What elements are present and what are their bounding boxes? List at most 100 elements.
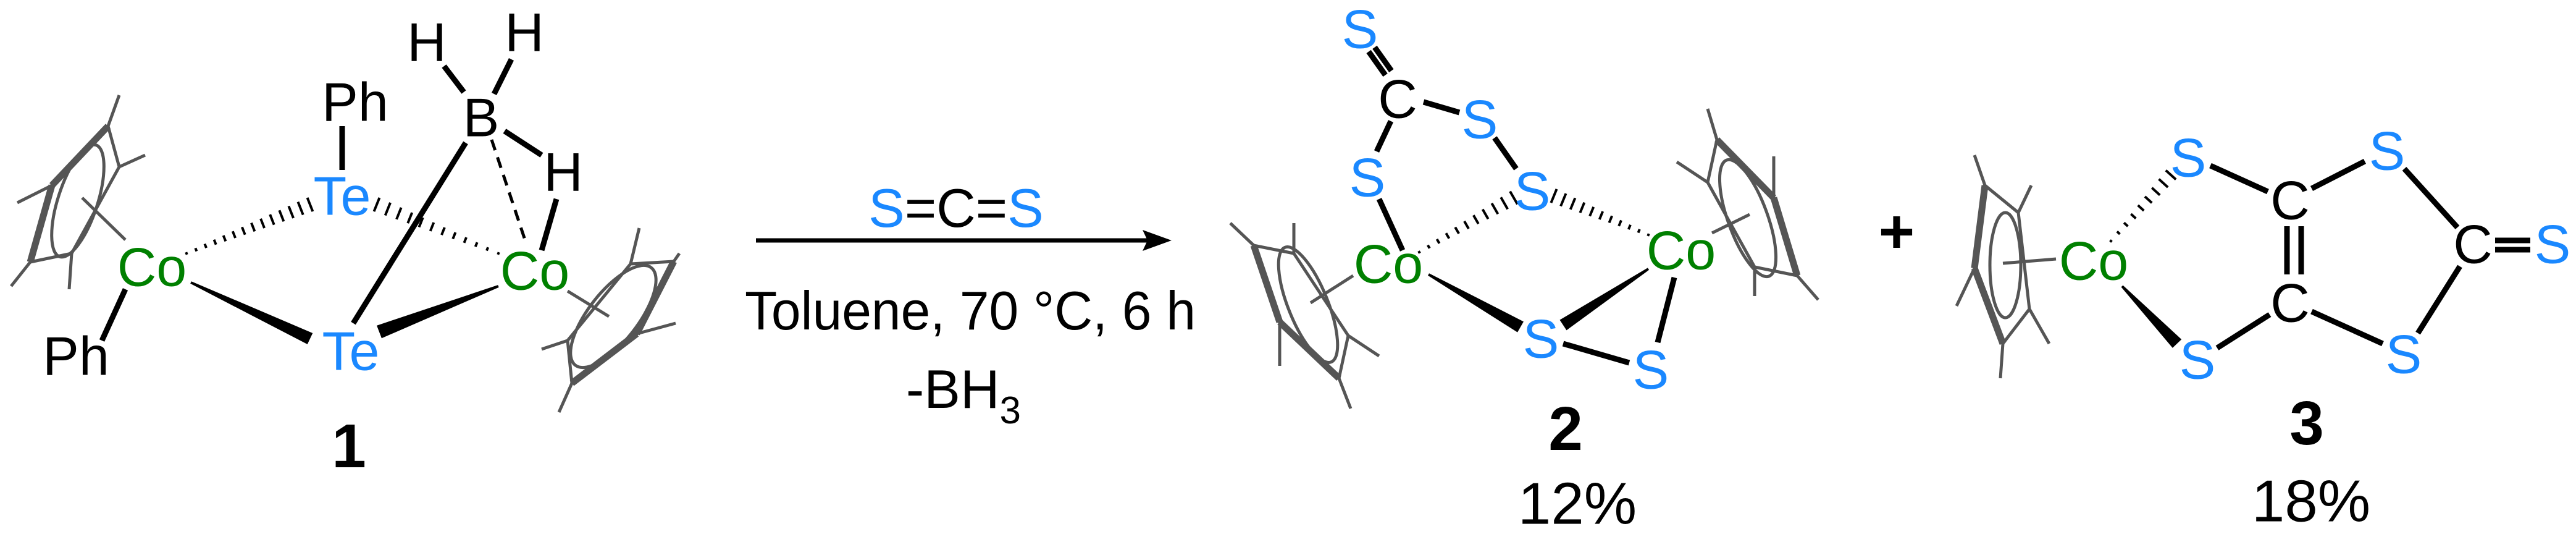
- cp-star-1a-ring-front-edge: [27, 184, 56, 263]
- atom-co: Co: [2059, 231, 2129, 292]
- atom-s-bottom2: S: [1633, 339, 1669, 400]
- atom-b: B: [463, 87, 500, 148]
- hashed-bond-co-te: [269, 214, 275, 226]
- reagent-s2: S: [1007, 177, 1044, 239]
- hashed-bond-co-s: [1445, 232, 1451, 239]
- hashed-bond-te-co: [406, 212, 414, 224]
- compound-2: S C S S S Co Co S S 2 12%: [1342, 0, 1716, 534]
- cp-star-1a-methyl: [67, 253, 73, 290]
- hashed-bond-te-co: [463, 237, 468, 244]
- hashed-bond-co-s: [2150, 187, 2161, 197]
- atom-ph-bottom: Ph: [43, 326, 109, 387]
- b-h-bond: [503, 129, 543, 158]
- cp-star-2b-methyl: [1796, 274, 1819, 301]
- hashed-bond-s-co: [1588, 206, 1595, 217]
- atom-te-top: Te: [314, 166, 371, 227]
- cp-star-2b-co-bond: [1711, 213, 1751, 235]
- hashed-bond-co-te: [278, 210, 285, 222]
- hashed-bond-te-co: [417, 217, 424, 228]
- cp-star-1b-methyl: [636, 321, 676, 336]
- cp-star-2a-ring-front-edge: [1250, 244, 1283, 323]
- cp-star-1b-ring-circle: [569, 263, 658, 370]
- atom-te-bottom: Te: [322, 321, 380, 382]
- wedge-bond-co-s: [1559, 268, 1650, 331]
- reagent-cs2: S=C=S: [868, 177, 1044, 239]
- cp-star-1b-co-bond: [566, 289, 610, 318]
- cp-star-1b-ring-front-edge: [634, 260, 677, 336]
- compound-1: Co Co Te Te Ph Ph B H H H 1: [43, 2, 583, 481]
- atom-c: C: [1378, 69, 1417, 130]
- single-bond: [2310, 158, 2367, 192]
- cp-star-1b-methyl: [629, 227, 641, 265]
- cp-star-3-ring-circle: [1988, 211, 2023, 320]
- atom-s-bottom-right: S: [2386, 324, 2422, 385]
- cp-star-3-methyl: [1999, 343, 2005, 379]
- reaction-arrow-head: [1143, 230, 1172, 251]
- single-bond: [1492, 136, 1519, 171]
- atom-co-left: Co: [1354, 234, 1424, 295]
- wedge-bond-te-co: [377, 285, 499, 339]
- hashed-bond-co-s: [2158, 178, 2169, 189]
- cp-star-2a-methyl: [1229, 222, 1255, 247]
- reagent-eq2: =: [976, 177, 1007, 239]
- hashed-bond-co-s: [2116, 231, 2121, 235]
- hashed-bond-te-co: [429, 222, 435, 232]
- hashed-bond-co-te: [212, 239, 217, 245]
- hashed-bond-s-co: [1617, 219, 1622, 227]
- hashed-bond-co-s: [1500, 197, 1509, 210]
- single-bond: [2209, 163, 2269, 195]
- hashed-bond-s-co: [1647, 233, 1650, 237]
- cp-star-1a-methyl: [118, 153, 146, 169]
- plus-sign: +: [1879, 197, 1915, 266]
- hashed-bond-co-s: [2130, 213, 2137, 219]
- cp-star-2a-ring-circle: [1277, 245, 1340, 364]
- hashed-bond-co-s: [2109, 239, 2113, 243]
- hashed-bond-co-s: [1509, 190, 1519, 205]
- hashed-bond-co-te: [250, 222, 256, 232]
- single-bond: [1562, 341, 1630, 366]
- cp-star-3-ring-front-edge: [1971, 267, 2007, 345]
- atom-s-left: S: [1349, 147, 1386, 208]
- single-bond: [1376, 198, 1406, 252]
- hashed-bond-te-co: [372, 197, 381, 212]
- reaction-conditions: Toluene, 70 °C, 6 h: [745, 280, 1196, 341]
- cp-star-2b-ring-front-edge: [1770, 197, 1801, 277]
- cp-star-3-methyl: [2016, 184, 2033, 214]
- atom-s-top: S: [1342, 0, 1378, 60]
- c-s-double-bond: [1366, 49, 1388, 77]
- cp-star-3-ring-front-edge: [1971, 185, 1989, 269]
- hashed-bond-co-s: [1481, 208, 1490, 220]
- reagent-s1: S: [868, 177, 905, 239]
- cp-star-1b-methyl: [557, 382, 574, 413]
- single-bond: [2310, 308, 2384, 347]
- hashed-bond-co-te: [241, 226, 246, 235]
- hashed-bond-co-s: [1490, 202, 1500, 215]
- cp-star-2b-ring: [1706, 138, 1799, 278]
- atom-ph-top: Ph: [322, 72, 388, 133]
- atom-s-top-right: S: [2369, 121, 2406, 182]
- cp-star-2a-methyl: [1337, 378, 1353, 409]
- cp-star-1a-ring-circle: [50, 143, 106, 259]
- atom-h1: H: [407, 12, 447, 73]
- cp-star-1a-co-bond: [81, 197, 127, 241]
- single-bond: [2415, 265, 2462, 335]
- hashed-bond-te-co: [451, 232, 457, 240]
- hashed-bond-s-co: [1569, 197, 1577, 210]
- hashed-bond-co-s: [1435, 238, 1441, 244]
- hashed-bond-co-te: [222, 235, 227, 242]
- hashed-bond-co-s: [2165, 169, 2177, 180]
- hashed-bond-s-co: [1637, 229, 1641, 234]
- byproduct-prefix: -BH: [906, 358, 1000, 420]
- hashed-bond-s-co: [1627, 224, 1632, 230]
- compound-label-2: 2: [1548, 394, 1583, 464]
- cp-star-3-methyl: [1973, 155, 1987, 186]
- hashed-bond-s-co: [1579, 201, 1586, 213]
- byproduct: -BH3: [906, 358, 1021, 432]
- hashed-bond-co-te: [259, 218, 266, 229]
- h-co-bond: [539, 198, 560, 252]
- compound-3: Co S S C C S S C S 3 18%: [2059, 121, 2571, 534]
- cp-star-2b-methyl: [1676, 160, 1709, 184]
- hashed-bond-co-s: [1417, 250, 1421, 254]
- single-bond: [1655, 276, 1677, 344]
